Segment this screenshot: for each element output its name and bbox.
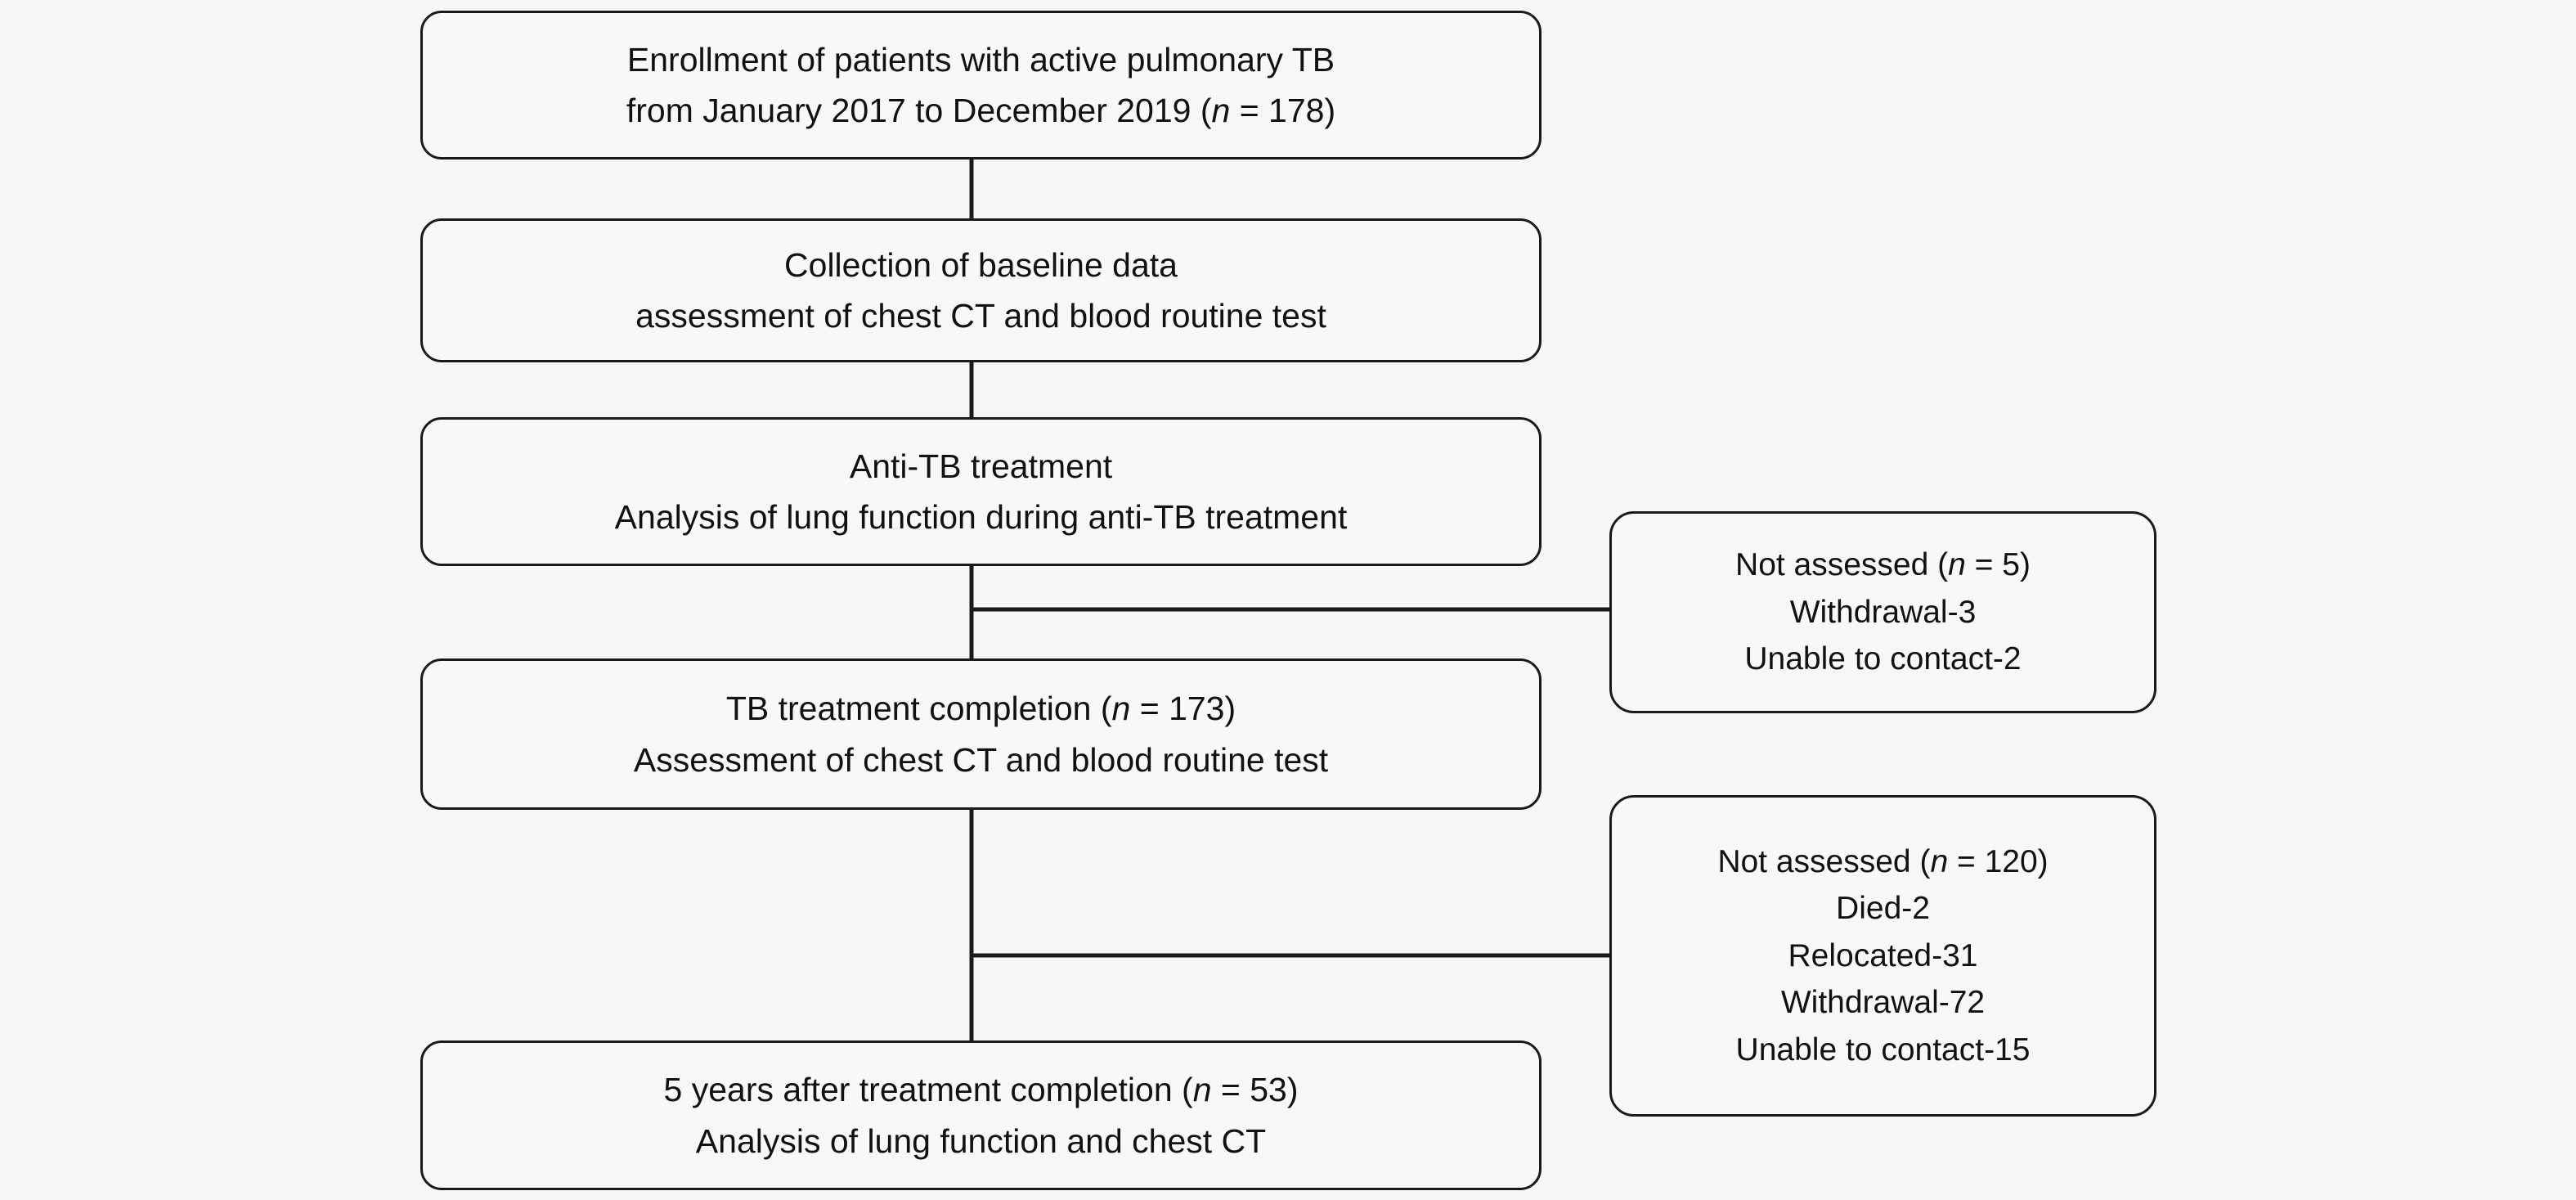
not-assessed-1-line-1-suffix: = 5) xyxy=(1965,547,2031,583)
fiveyear-line-1: 5 years after treatment completion (n = … xyxy=(664,1064,1299,1115)
enrollment-box: Enrollment of patients with active pulmo… xyxy=(420,11,1542,160)
baseline-data-box: Collection of baseline data assessment o… xyxy=(420,218,1542,362)
not-assessed-2-n-symbol: n xyxy=(1930,844,1949,880)
completion-line-1: TB treatment completion (n = 173) xyxy=(726,683,1236,734)
enrollment-line-1: Enrollment of patients with active pulmo… xyxy=(626,40,1335,79)
enrollment-line-2-prefix: from January 2017 to December 2019 ( xyxy=(626,92,1212,129)
baseline-line-1: Collection of baseline data xyxy=(784,245,1178,284)
fiveyear-line-1-prefix: 5 years after treatment completion ( xyxy=(663,1071,1193,1109)
completion-line-2: Assessment of chest CT and blood routine… xyxy=(633,740,1329,779)
not-assessed-2-line-1-suffix: = 120) xyxy=(1948,844,2049,880)
not-assessed-2-line-2: Died-2 xyxy=(1836,891,1930,927)
not-assessed-2-line-5: Unable to contact-15 xyxy=(1735,1031,2031,1067)
completion-n-symbol: n xyxy=(1111,690,1131,728)
not-assessed-2-line-3: Relocated-31 xyxy=(1788,937,1978,973)
not-assessed-1-line-2: Withdrawal-3 xyxy=(1789,594,1977,630)
not-assessed-2-line-1-prefix: Not assessed ( xyxy=(1717,844,1931,880)
completion-line-1-suffix: = 173) xyxy=(1130,690,1236,728)
enrollment-n-symbol: n xyxy=(1211,92,1231,129)
baseline-line-2: assessment of chest CT and blood routine… xyxy=(635,297,1326,335)
fiveyear-line-1-suffix: = 53) xyxy=(1211,1071,1299,1109)
antitb-line-2: Analysis of lung function during anti-TB… xyxy=(614,498,1348,536)
not-assessed-box-2: Not assessed (n = 120) Died-2 Relocated-… xyxy=(1609,795,2156,1117)
enrollment-line-2: from January 2017 to December 2019 (n = … xyxy=(626,85,1335,136)
completion-line-1-prefix: TB treatment completion ( xyxy=(725,690,1112,728)
enrollment-line-2-suffix: = 178) xyxy=(1230,92,1336,129)
not-assessed-2-line-4: Withdrawal-72 xyxy=(1780,985,1986,1021)
not-assessed-2-line-1: Not assessed (n = 120) xyxy=(1717,838,2048,885)
anti-tb-treatment-box: Anti-TB treatment Analysis of lung funct… xyxy=(420,417,1542,566)
not-assessed-1-line-1-prefix: Not assessed ( xyxy=(1735,547,1949,583)
tb-treatment-completion-box: TB treatment completion (n = 173) Assess… xyxy=(420,658,1542,810)
five-years-after-completion-box: 5 years after treatment completion (n = … xyxy=(420,1040,1542,1190)
fiveyear-n-symbol: n xyxy=(1192,1071,1212,1109)
antitb-line-1: Anti-TB treatment xyxy=(849,447,1113,485)
not-assessed-1-line-1: Not assessed (n = 5) xyxy=(1735,542,2031,588)
not-assessed-1-n-symbol: n xyxy=(1948,547,1966,583)
fiveyear-line-2: Analysis of lung function and chest CT xyxy=(695,1121,1267,1160)
not-assessed-box-1: Not assessed (n = 5) Withdrawal-3 Unable… xyxy=(1609,511,2156,713)
not-assessed-1-line-3: Unable to contact-2 xyxy=(1744,641,2022,677)
